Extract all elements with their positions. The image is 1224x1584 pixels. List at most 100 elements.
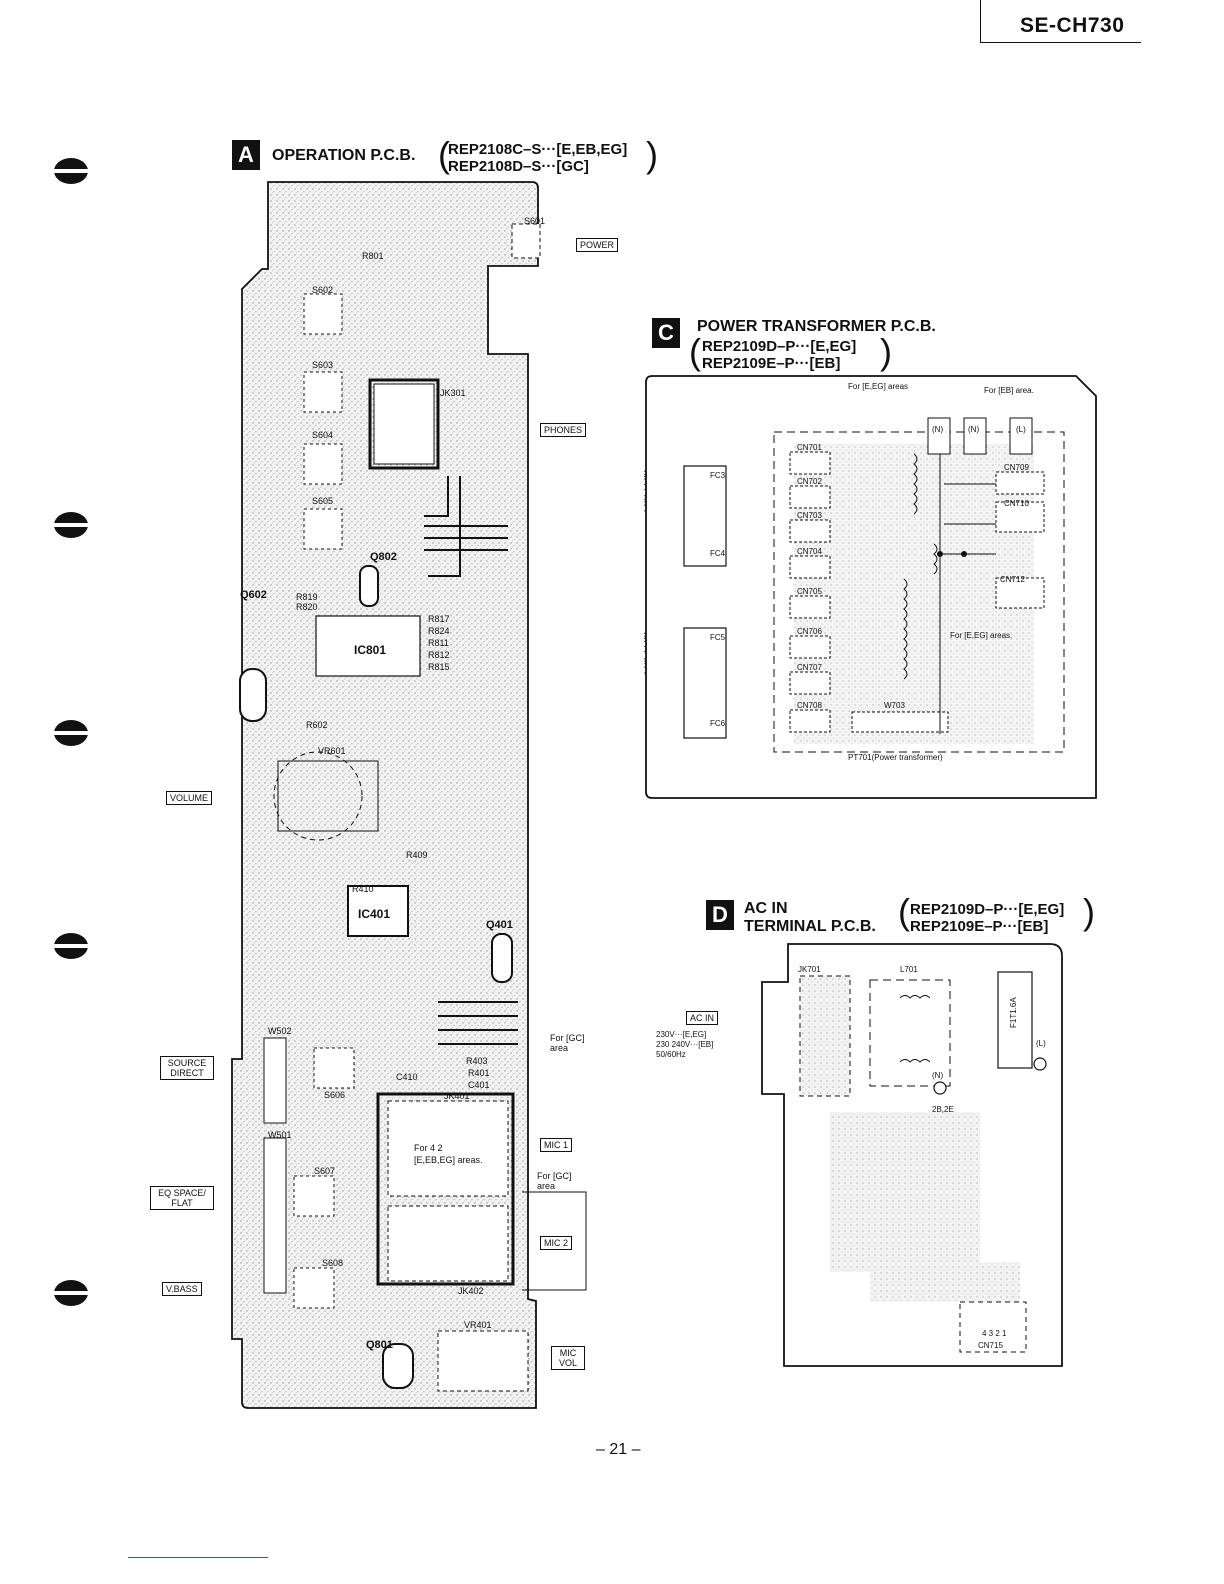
- svg-text:VR601: VR601: [318, 746, 346, 756]
- svg-text:PT701(Power transformer): PT701(Power transformer): [848, 753, 943, 762]
- svg-text:R820: R820: [296, 602, 318, 612]
- svg-text:CN705: CN705: [797, 587, 822, 596]
- svg-text:S605: S605: [312, 496, 333, 506]
- svg-text:(L): (L): [1036, 1039, 1046, 1048]
- svg-text:Q801: Q801: [366, 1339, 393, 1351]
- board-d-part: REP2109E–P···[EB]: [910, 918, 1049, 935]
- svg-text:R817: R817: [428, 614, 450, 624]
- board-d-pcb-drawing: JK701 L701 F1T1.6A CN715 4 3 2 1 (N) 2B,…: [761, 943, 1063, 1367]
- svg-text:R815: R815: [428, 662, 450, 672]
- svg-text:R409: R409: [406, 850, 428, 860]
- svg-text:FC6: FC6: [710, 719, 726, 728]
- svg-text:R410: R410: [352, 884, 374, 894]
- svg-text:W501: W501: [268, 1130, 292, 1140]
- svg-text:IC801: IC801: [354, 643, 386, 657]
- board-d-title-line1: AC IN: [744, 900, 788, 917]
- svg-text:For [EB] area.: For [EB] area.: [984, 386, 1034, 395]
- board-d-title-line2: TERMINAL P.C.B.: [744, 918, 876, 935]
- svg-text:CN710: CN710: [1004, 499, 1029, 508]
- board-c-title: POWER TRANSFORMER P.C.B.: [697, 318, 936, 335]
- svg-text:F1T1.6A: F1T1.6A: [1009, 997, 1018, 1028]
- svg-text:FC4: FC4: [710, 549, 726, 558]
- svg-text:S603: S603: [312, 360, 333, 370]
- svg-text:CN708: CN708: [797, 701, 822, 710]
- function-label-volume: VOLUME: [166, 791, 213, 805]
- svg-text:W502: W502: [268, 1026, 292, 1036]
- svg-text:(N): (N): [932, 1071, 943, 1080]
- board-a-part-list: REP2108C–S···[E,EB,EG] REP2108D–S···[GC]: [448, 141, 627, 175]
- svg-text:R801: R801: [362, 251, 384, 261]
- model-number: SE-CH730: [1020, 14, 1125, 37]
- footer-rule: [128, 1557, 268, 1558]
- board-a-part: REP2108D–S···[GC]: [448, 158, 589, 175]
- svg-text:W703: W703: [884, 701, 905, 710]
- svg-text:CN715: CN715: [978, 1341, 1003, 1350]
- svg-text:CN712: CN712: [1000, 575, 1025, 584]
- svg-text:R811: R811: [428, 638, 449, 648]
- board-d-part-list: REP2109D–P···[E,EG] REP2109E–P···[EB]: [910, 901, 1064, 935]
- mic-bracket-lines: [522, 1191, 587, 1291]
- svg-text:For [E,EG] areas.: For [E,EG] areas.: [950, 631, 1012, 640]
- svg-text:S607: S607: [314, 1166, 335, 1176]
- binder-hole-icon: [52, 933, 90, 959]
- svg-text:CN704: CN704: [797, 547, 822, 556]
- function-label-ac-in: AC IN: [686, 1011, 719, 1025]
- svg-text:CN702: CN702: [797, 477, 822, 486]
- board-d-paren-close: ): [1083, 891, 1095, 932]
- component-label: S601: [524, 216, 545, 226]
- svg-text:CN703: CN703: [797, 511, 822, 520]
- svg-text:(N): (N): [932, 425, 943, 434]
- svg-text:CN709: CN709: [1004, 463, 1029, 472]
- note-label: For 4 2: [414, 1143, 443, 1153]
- board-d-paren-open: (: [898, 891, 910, 932]
- svg-text:R401: R401: [468, 1068, 490, 1078]
- svg-text:CN706: CN706: [797, 627, 822, 636]
- board-a-pcb-drawing: S601 R801 S602 S603 S604 S605 JK301 Q802…: [231, 181, 545, 1409]
- function-label-source-direct: SOURCE DIRECT: [160, 1056, 214, 1080]
- svg-text:4 3 2 1: 4 3 2 1: [982, 1329, 1007, 1338]
- board-c-part-list: REP2109D–P···[E,EG] REP2109E–P···[EB]: [702, 338, 856, 372]
- svg-text:2B,2E: 2B,2E: [932, 1105, 954, 1114]
- board-c-pcb-drawing: For [E,EG] areas For [EB] area. CN701 CN…: [644, 375, 1097, 799]
- svg-text:For [E,EG] areas: For [E,EG] areas: [848, 382, 908, 391]
- voltage-note: 230V···[E,EG]: [656, 1030, 707, 1039]
- binder-hole-icon: [52, 1280, 90, 1306]
- board-c-paren-close: ): [880, 331, 892, 372]
- voltage-note: 230 240V···[EB]: [656, 1040, 714, 1049]
- svg-text:[E,EB,EG] areas.: [E,EB,EG] areas.: [414, 1155, 483, 1165]
- function-label-eq-space-flat: EQ SPACE/ FLAT: [150, 1186, 214, 1210]
- svg-text:Q401: Q401: [486, 919, 513, 931]
- board-a-badge: A: [232, 140, 260, 170]
- note-gc-area: For [GC] area: [550, 1033, 585, 1053]
- function-label-phones: PHONES: [540, 423, 587, 437]
- svg-text:S606: S606: [324, 1090, 345, 1100]
- svg-text:S602: S602: [312, 285, 333, 295]
- binder-hole-icon: [52, 720, 90, 746]
- svg-text:S604: S604: [312, 430, 333, 440]
- function-label-mic2: MIC 2: [540, 1236, 573, 1250]
- svg-text:FC5: FC5: [710, 633, 726, 642]
- svg-text:R824: R824: [428, 626, 450, 636]
- binder-hole-icon: [52, 512, 90, 538]
- svg-text:IC401: IC401: [358, 907, 390, 921]
- svg-text:CN701: CN701: [797, 443, 822, 452]
- svg-text:JK402: JK402: [458, 1286, 484, 1296]
- svg-text:JK401: JK401: [444, 1091, 470, 1101]
- svg-text:F702 T1.6A: F702 T1.6A: [644, 632, 648, 674]
- model-header-frame: [980, 0, 1141, 43]
- svg-text:R812: R812: [428, 650, 450, 660]
- board-c-paren-open: (: [689, 331, 701, 372]
- svg-text:R403: R403: [466, 1056, 488, 1066]
- board-c-part: REP2109D–P···[E,EG]: [702, 338, 857, 355]
- svg-text:R602: R602: [306, 720, 328, 730]
- svg-text:JK701: JK701: [798, 965, 821, 974]
- board-a-part: REP2108C–S···[E,EB,EG]: [448, 141, 628, 158]
- function-label-power: POWER: [576, 238, 619, 252]
- svg-text:CN707: CN707: [797, 663, 822, 672]
- page-number: – 21 –: [596, 1441, 641, 1458]
- binder-hole-icon: [52, 158, 90, 184]
- svg-text:(N): (N): [968, 425, 979, 434]
- function-label-vbass: V.BASS: [162, 1282, 202, 1296]
- svg-text:JK301: JK301: [440, 388, 466, 398]
- voltage-note: 50/60Hz: [656, 1050, 686, 1059]
